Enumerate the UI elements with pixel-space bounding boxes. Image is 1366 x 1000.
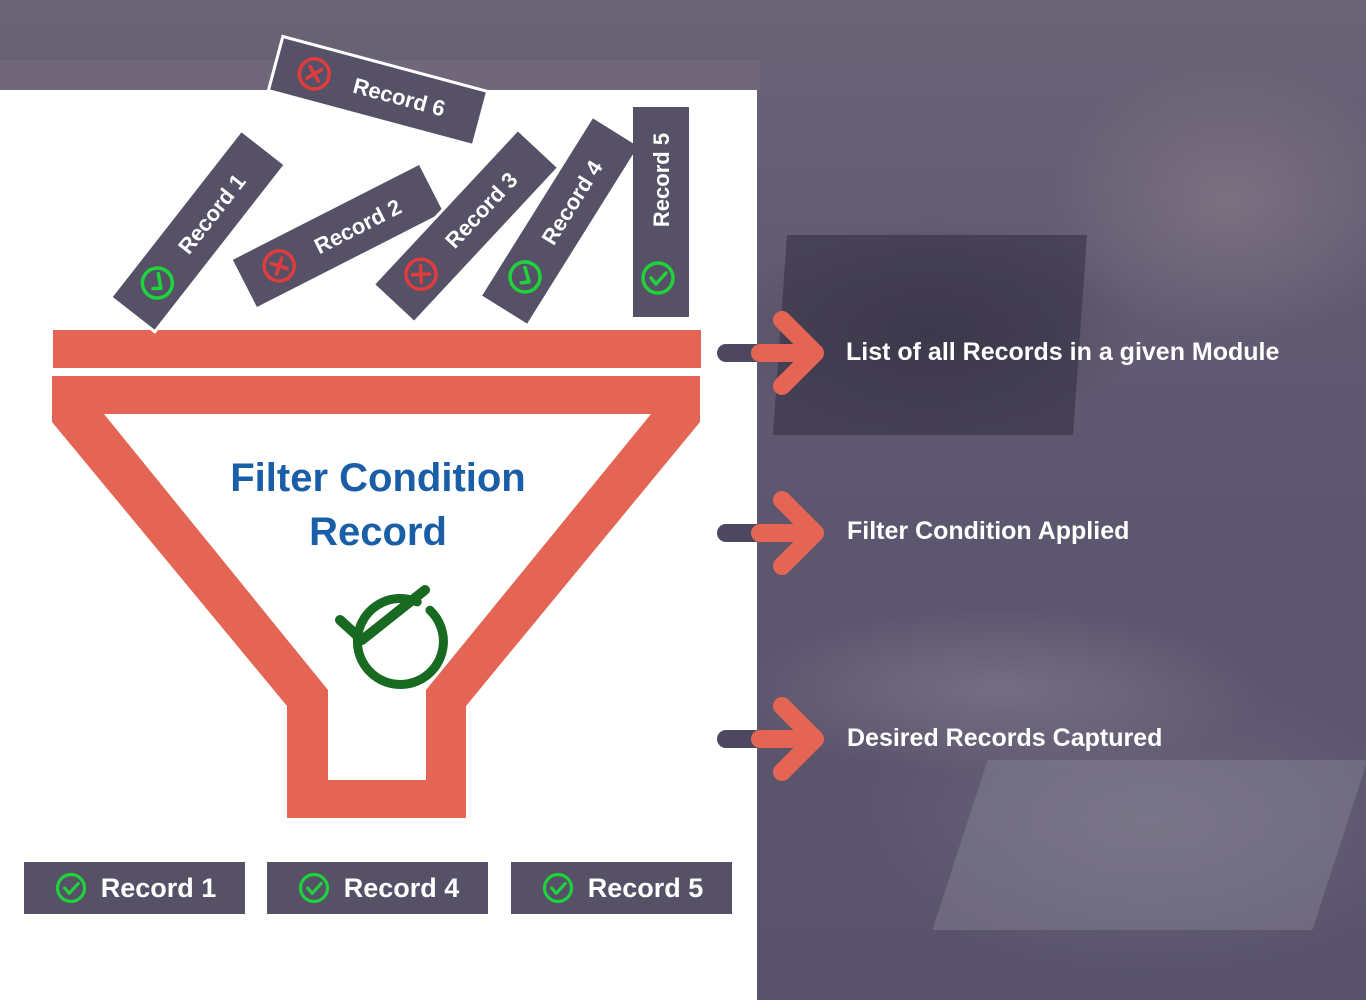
output-record-4: Record 4: [267, 862, 488, 914]
check-circle-icon: [542, 872, 573, 904]
incoming-record-5: Record 5: [633, 107, 689, 317]
incoming-record-5-label: Record 5: [649, 133, 674, 227]
x-circle-icon: [262, 249, 296, 283]
output-record-1: Record 1: [24, 862, 245, 914]
funnel-title-line1: Filter Condition: [230, 456, 526, 500]
arrow-right-icon: [717, 311, 824, 395]
x-circle-icon: [404, 257, 438, 292]
funnel-check-icon: [335, 585, 448, 689]
step-label-records-captured: Desired Records Captured: [847, 724, 1163, 752]
output-record-5: Record 5: [511, 862, 732, 914]
step-label-list-records: List of all Records in a given Module: [846, 338, 1280, 366]
arrow-right-icon: [717, 697, 824, 781]
incoming-record-2: Record 2: [228, 160, 448, 312]
x-circle-icon: [297, 57, 331, 91]
arrow-right-icon: [717, 491, 824, 575]
incoming-record-6: Record 6: [266, 34, 490, 148]
step-label-filter-applied: Filter Condition Applied: [847, 517, 1130, 545]
funnel-body: [52, 376, 700, 818]
check-circle-icon: [55, 872, 86, 904]
output-record-5-label: Record 5: [587, 872, 704, 903]
output-record-4-label: Record 4: [343, 872, 460, 903]
incoming-record-3: Record 3: [371, 127, 561, 325]
funnel-rim: [53, 330, 701, 368]
check-circle-icon: [508, 260, 542, 294]
check-circle-icon: [641, 261, 675, 295]
check-circle-icon: [140, 266, 175, 300]
check-circle-icon: [298, 872, 329, 904]
output-record-1-label: Record 1: [100, 872, 217, 903]
funnel-title-line2: Record: [309, 510, 447, 554]
